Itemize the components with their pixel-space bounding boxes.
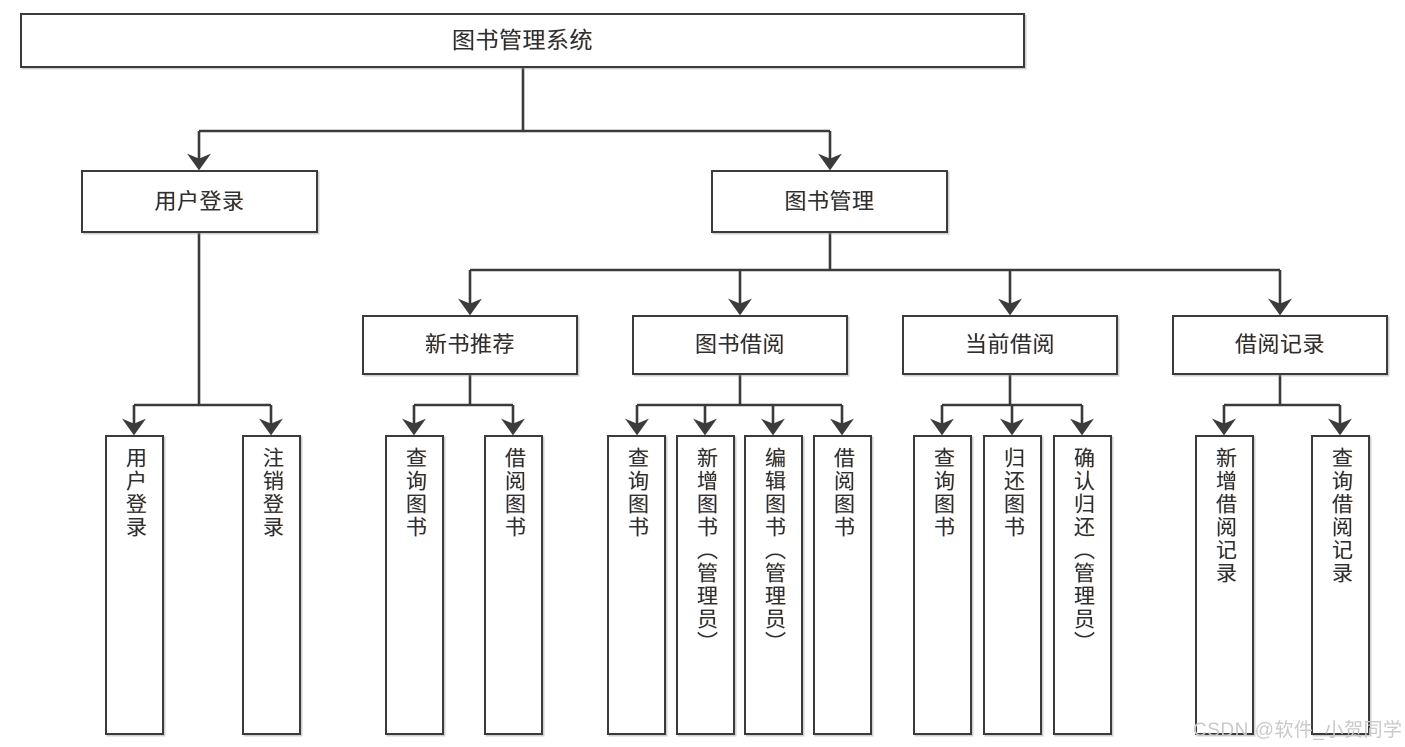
watermark: CSDN @软件_小贺同学 xyxy=(1193,720,1403,741)
node-leaf-borrow-book-2[interactable]: 借阅图书 xyxy=(813,435,872,735)
node-leaf-return-book-label: 归还图书 xyxy=(1001,447,1025,539)
node-leaf-query-book-1[interactable]: 查询图书 xyxy=(385,435,444,735)
node-leaf-query-book-2-label: 查询图书 xyxy=(625,447,649,539)
node-leaf-query-record-label: 查询借阅记录 xyxy=(1329,447,1353,585)
node-current-borrow[interactable]: 当前借阅 xyxy=(902,315,1118,375)
node-new-book-recommend[interactable]: 新书推荐 xyxy=(362,315,578,375)
node-leaf-add-record-label: 新增借阅记录 xyxy=(1213,447,1237,585)
node-leaf-confirm-return-label: 确认归还（管理员） xyxy=(1071,447,1095,654)
node-leaf-borrow-book-2-label: 借阅图书 xyxy=(831,447,855,539)
node-new-book-recommend-label: 新书推荐 xyxy=(424,332,515,358)
node-leaf-query-book-1-label: 查询图书 xyxy=(403,447,427,539)
node-leaf-borrow-book-1-label: 借阅图书 xyxy=(502,447,526,539)
node-borrow-record-label: 借阅记录 xyxy=(1234,332,1325,358)
node-leaf-logout-login-label: 注销登录 xyxy=(260,447,284,539)
node-leaf-query-book-3[interactable]: 查询图书 xyxy=(913,435,972,735)
node-user-login-label: 用户登录 xyxy=(154,188,245,214)
node-leaf-borrow-book-1[interactable]: 借阅图书 xyxy=(484,435,543,735)
node-leaf-user-login-label: 用户登录 xyxy=(123,447,147,539)
node-book-borrow[interactable]: 图书借阅 xyxy=(632,315,848,375)
node-leaf-query-book-3-label: 查询图书 xyxy=(931,447,955,539)
node-leaf-confirm-return[interactable]: 确认归还（管理员） xyxy=(1053,435,1112,735)
node-book-management-label: 图书管理 xyxy=(784,188,875,214)
node-leaf-logout-login[interactable]: 注销登录 xyxy=(242,435,301,735)
node-book-borrow-label: 图书借阅 xyxy=(694,332,785,358)
node-leaf-query-book-2[interactable]: 查询图书 xyxy=(607,435,666,735)
node-user-login[interactable]: 用户登录 xyxy=(81,170,318,233)
node-leaf-add-record[interactable]: 新增借阅记录 xyxy=(1195,435,1254,735)
node-leaf-query-record[interactable]: 查询借阅记录 xyxy=(1311,435,1370,735)
node-leaf-add-book[interactable]: 新增图书（管理员） xyxy=(676,435,735,735)
node-leaf-edit-book-label: 编辑图书（管理员） xyxy=(762,447,786,654)
node-root-label: 图书管理系统 xyxy=(452,26,593,53)
node-book-management[interactable]: 图书管理 xyxy=(711,170,948,233)
node-current-borrow-label: 当前借阅 xyxy=(964,332,1055,358)
node-leaf-add-book-label: 新增图书（管理员） xyxy=(694,447,718,654)
node-leaf-user-login[interactable]: 用户登录 xyxy=(105,435,164,735)
node-leaf-return-book[interactable]: 归还图书 xyxy=(983,435,1042,735)
node-root[interactable]: 图书管理系统 xyxy=(20,13,1025,68)
node-leaf-edit-book[interactable]: 编辑图书（管理员） xyxy=(744,435,803,735)
node-borrow-record[interactable]: 借阅记录 xyxy=(1172,315,1388,375)
